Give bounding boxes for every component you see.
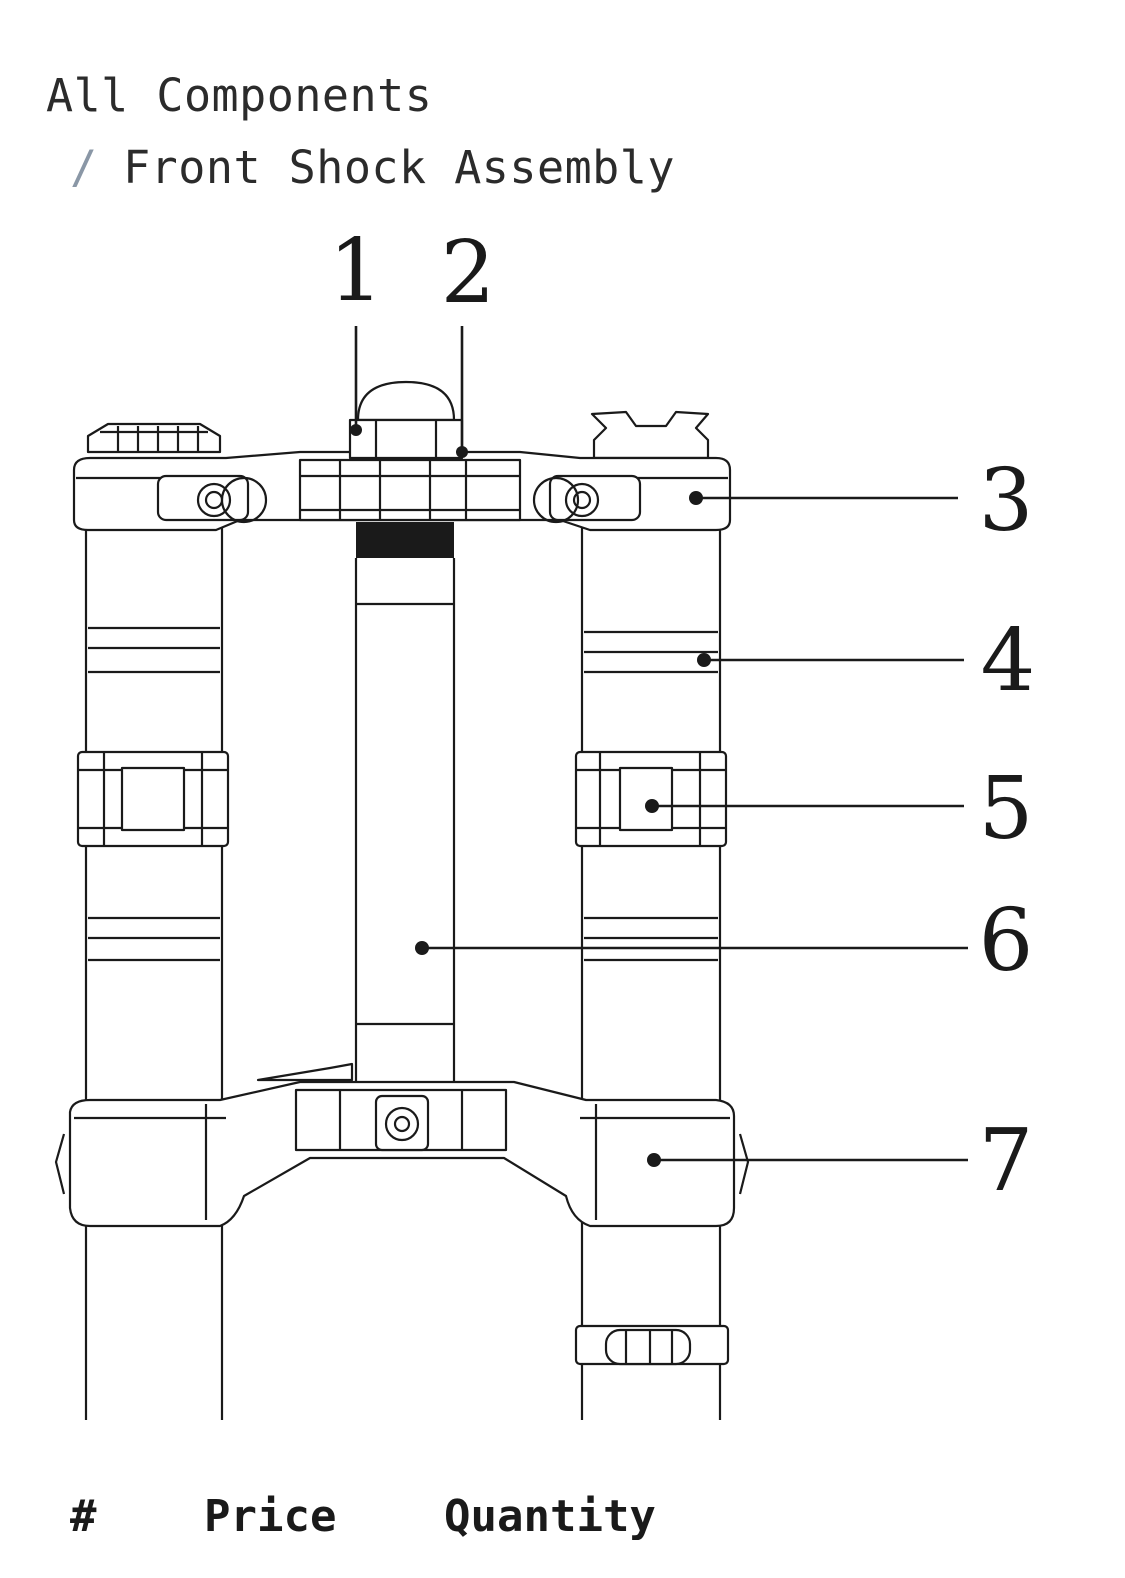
parts-diagram: 1 2 3 4 5 6 7 xyxy=(0,215,1125,1435)
right-top-cap xyxy=(590,410,710,460)
left-guide-clamp xyxy=(76,750,230,848)
parts-table-header: # Price Quantity xyxy=(0,1482,1125,1552)
callout-5: 5 xyxy=(979,759,1034,859)
breadcrumb-all-components-link[interactable]: All Components xyxy=(46,69,433,122)
right-tube-bracket xyxy=(574,1324,730,1366)
steerer-tube xyxy=(354,522,456,1086)
right-guide-clamp xyxy=(574,750,728,848)
callout-7: 7 xyxy=(979,1111,1034,1211)
callout-leaders xyxy=(354,326,968,1162)
column-header-price[interactable]: Price xyxy=(204,1491,337,1542)
steering-nut xyxy=(348,380,464,460)
callout-4: 4 xyxy=(981,611,1036,711)
upper-crown xyxy=(72,450,732,532)
column-header-number[interactable]: # xyxy=(70,1491,97,1542)
breadcrumb-separator: / xyxy=(70,141,98,194)
left-top-cap xyxy=(86,422,222,454)
column-header-quantity[interactable]: Quantity xyxy=(444,1491,656,1542)
lower-crown xyxy=(54,1062,750,1228)
right-fork-tube xyxy=(580,528,722,1420)
breadcrumb: All Components / Front Shock Assembly xyxy=(46,66,675,198)
callout-6: 6 xyxy=(979,891,1034,991)
callout-2: 2 xyxy=(441,223,496,323)
breadcrumb-current: Front Shock Assembly xyxy=(123,141,675,194)
left-fork-tube xyxy=(84,528,224,1420)
breadcrumb-current-row: / Front Shock Assembly xyxy=(70,138,675,198)
front-shock-assembly-drawing: 1 2 3 4 5 6 7 xyxy=(54,221,1036,1420)
callout-3: 3 xyxy=(979,451,1034,551)
callout-dots xyxy=(350,424,711,1167)
callout-1: 1 xyxy=(329,221,384,321)
